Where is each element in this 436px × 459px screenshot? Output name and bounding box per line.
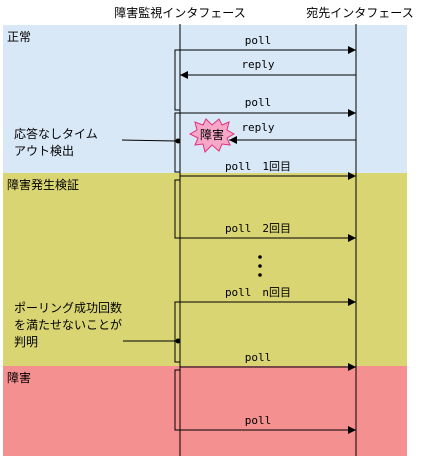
timeout-annotation-line2: アウト検出: [14, 144, 74, 158]
poll-cycle-bracket: [174, 369, 180, 431]
section-label-normal: 正常: [7, 30, 31, 44]
failure-detection-phase-band: [3, 173, 407, 366]
polling-annotation-line3: 判明: [14, 335, 38, 349]
message-label-reply: reply: [241, 121, 274, 134]
poll-cycle-bracket: [174, 49, 180, 111]
monitor-interface-header: 障害監視インタフェース: [114, 5, 245, 20]
polling-annotation-dot: [175, 338, 181, 344]
message-label-reply: reply: [241, 58, 274, 71]
continuation-dot: [258, 273, 262, 277]
message-label-poll: poll: [245, 34, 272, 47]
continuation-dot: [258, 255, 262, 259]
failure-phase-band: [3, 366, 407, 456]
timeout-annotation-dot: [175, 138, 181, 144]
section-label-detect: 障害発生検証: [7, 177, 79, 192]
message-label-poll-nth: poll n回目: [225, 286, 291, 299]
polling-annotation-line1: ポーリング成功回数: [14, 300, 122, 315]
poll-cycle-bracket: [174, 112, 180, 173]
message-label-poll-1st: poll 1回目: [225, 160, 291, 173]
poll-cycle-bracket: [174, 179, 180, 239]
failure-burst-icon: [188, 118, 236, 153]
message-label-poll: poll: [245, 414, 272, 427]
destination-interface-header: 宛先インタフェース: [306, 5, 413, 20]
timeout-annotation-leader: [121, 139, 177, 142]
message-label-poll-2nd: poll 2回目: [225, 222, 291, 235]
message-label-poll: poll: [245, 96, 272, 109]
timeout-annotation-line1: 応答なしタイム: [14, 126, 98, 141]
poll-cycle-bracket: [174, 301, 180, 363]
failure-burst-label: 障害: [200, 127, 224, 142]
message-label-poll: poll: [245, 351, 272, 364]
continuation-dot: [258, 264, 262, 268]
polling-annotation-line2: を満たせないことが: [14, 317, 122, 332]
section-label-failure: 障害: [7, 370, 31, 385]
